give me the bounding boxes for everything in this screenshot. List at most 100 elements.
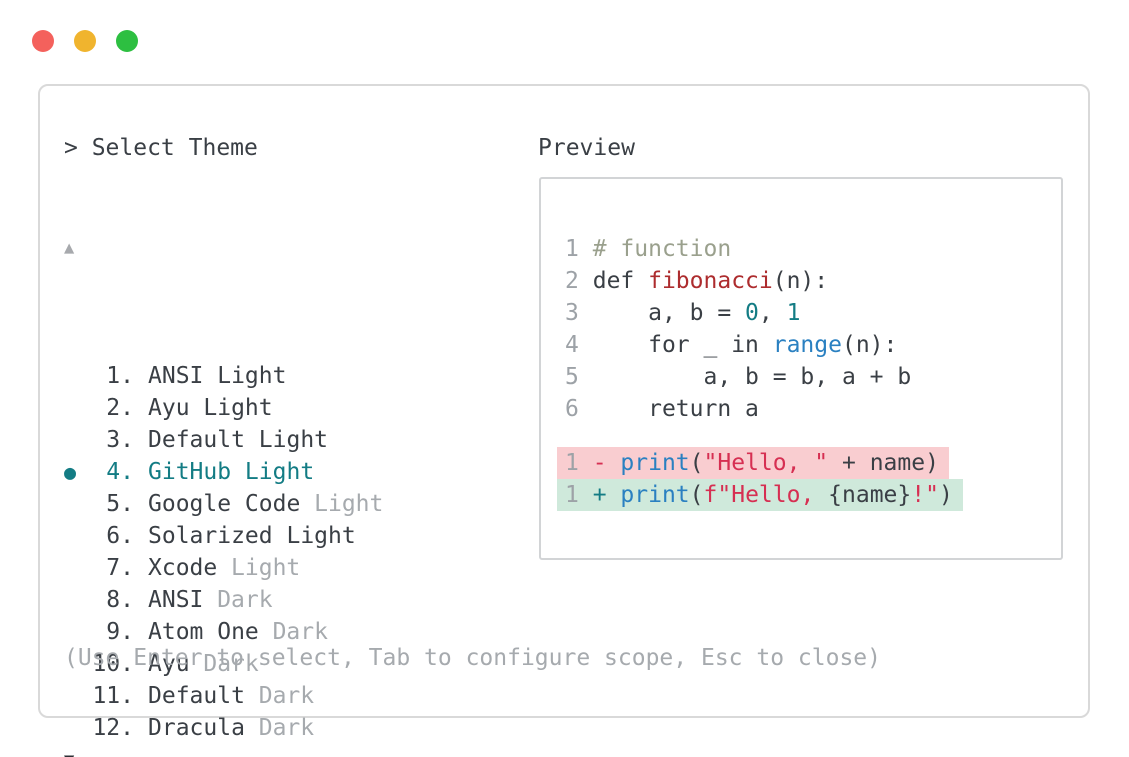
diff-gap [565,425,1061,447]
keyboard-hints: (Use Enter to select, Tab to configure s… [64,645,881,671]
code-token-plain: def [592,268,649,294]
code-token-string: f"Hello, [703,482,829,508]
theme-item-name: Ayu [148,651,190,677]
line-number: 1 [565,236,579,262]
maximize-window-button[interactable] [116,30,138,52]
theme-item-variant: Dark [217,587,273,613]
code-token-plain: ) [938,482,953,508]
code-token-add-sign: + [592,482,621,508]
theme-list-item[interactable]: 7. Xcode Light [64,552,383,584]
code-token-number: 0 [745,300,759,326]
theme-item-variant: Dark [258,715,315,741]
code-token-plain: a, b = [592,300,746,326]
theme-item-name: Default [148,683,245,709]
theme-item-number: 2. [106,395,134,421]
code-token-plain: (n): [841,332,898,358]
code-token-del-sign: - [592,450,621,476]
code-token-number: 1 [786,300,801,326]
theme-item-name: Xcode [148,555,218,581]
theme-item-name: ANSI [148,587,204,613]
line-number: 1 [565,450,579,476]
code-token-builtin: range [772,332,842,358]
theme-item-variant: Dark [272,619,328,645]
theme-item-number: 5. [106,491,134,517]
theme-item-name: Atom One [148,619,259,645]
theme-list-item[interactable]: 3. Default Light [64,424,383,456]
theme-item-name: ANSI Light [148,363,287,389]
line-number: 2 [565,268,579,294]
theme-list-item[interactable]: 5. Google Code Light [64,488,383,520]
preview-title: Preview [538,135,635,161]
theme-item-name: Google Code [148,491,301,517]
code-token-plain: (n): [772,268,829,294]
diff-line-deletion: 1 - print("Hello, " + name) [557,447,1061,479]
theme-item-number: 3. [106,427,134,453]
code-token-string: !" [911,482,939,508]
theme-list-item[interactable]: ● 4. GitHub Light [64,456,383,488]
theme-item-name: Default Light [148,427,329,453]
theme-item-variant: Light [314,491,384,517]
line-number: 5 [565,364,579,390]
diff-highlight-addition: 1 + print(f"Hello, {name}!") [557,479,963,511]
code-token-func: fibonacci [648,268,773,294]
theme-list-item[interactable]: 9. Atom One Dark [64,616,383,648]
theme-item-number: 6. [106,523,134,549]
scroll-down-icon[interactable]: ▼ [64,744,383,757]
window-controls [32,30,138,52]
code-token-builtin: print [620,482,690,508]
theme-item-number: 4. [106,459,134,485]
theme-item-variant: Light [231,555,301,581]
line-number: 3 [565,300,579,326]
theme-item-number: 11. [92,683,134,709]
selected-bullet-icon: ● [64,460,77,484]
minimize-window-button[interactable] [74,30,96,52]
code-token-plain: a, b = b, a + b [592,364,912,390]
line-number: 6 [565,396,579,422]
theme-list-item[interactable]: 2. Ayu Light [64,392,383,424]
theme-picker-panel: > Select Theme Preview ▲ 1. ANSI Light 2. A… [38,84,1090,757]
theme-item-number: 10. [92,651,134,677]
code-token-builtin: print [620,450,690,476]
code-line: 6 return a [565,393,1061,425]
code-line: 2 def fibonacci(n): [565,265,1061,297]
theme-item-name: Ayu Light [148,395,273,421]
line-number: 1 [565,482,579,508]
code-line: 4 for _ in range(n): [565,329,1061,361]
theme-list-item[interactable]: 6. Solarized Light [64,520,383,552]
diff-highlight-deletion: 1 - print("Hello, " + name) [557,447,949,479]
theme-item-number: 1. [106,363,134,389]
diff-line-addition: 1 + print(f"Hello, {name}!") [557,479,1061,511]
code-line: 5 a, b = b, a + b [565,361,1061,393]
theme-list: ▲ 1. ANSI Light 2. Ayu Light 3. Default Light… [64,168,383,757]
scroll-up-icon[interactable]: ▲ [64,238,75,258]
theme-list-item[interactable]: 8. ANSI Dark [64,584,383,616]
theme-item-name: GitHub Light [148,459,315,485]
close-window-button[interactable] [32,30,54,52]
code-line: 1 # function [565,233,1061,265]
theme-item-number: 7. [106,555,134,581]
theme-item-variant: Dark [203,651,259,677]
theme-item-number: 12. [92,715,134,741]
theme-list-item[interactable]: 12. Dracula Dark [64,712,383,744]
theme-list-item[interactable]: 10. Ayu Dark [64,648,383,680]
theme-item-number: 8. [106,587,134,613]
line-number: 4 [565,332,579,358]
theme-item-variant: Dark [258,683,315,709]
select-theme-prompt: > Select Theme [64,135,258,161]
code-token-plain: return a [592,396,759,422]
theme-item-name: Solarized Light [148,523,356,549]
code-token-plain: , [758,300,787,326]
theme-item-name: Dracula [148,715,245,741]
code-token-plain: ( [689,482,704,508]
code-token-plain: + name) [828,450,939,476]
theme-list-item[interactable]: 1. ANSI Light [64,360,383,392]
code-token-plain: {name} [828,482,912,508]
theme-list-item[interactable]: 11. Default Dark [64,680,383,712]
code-line: 3 a, b = 0, 1 [565,297,1061,329]
theme-item-number: 9. [106,619,134,645]
code-token-comment: # function [592,236,732,262]
code-token-plain: ( [689,450,704,476]
